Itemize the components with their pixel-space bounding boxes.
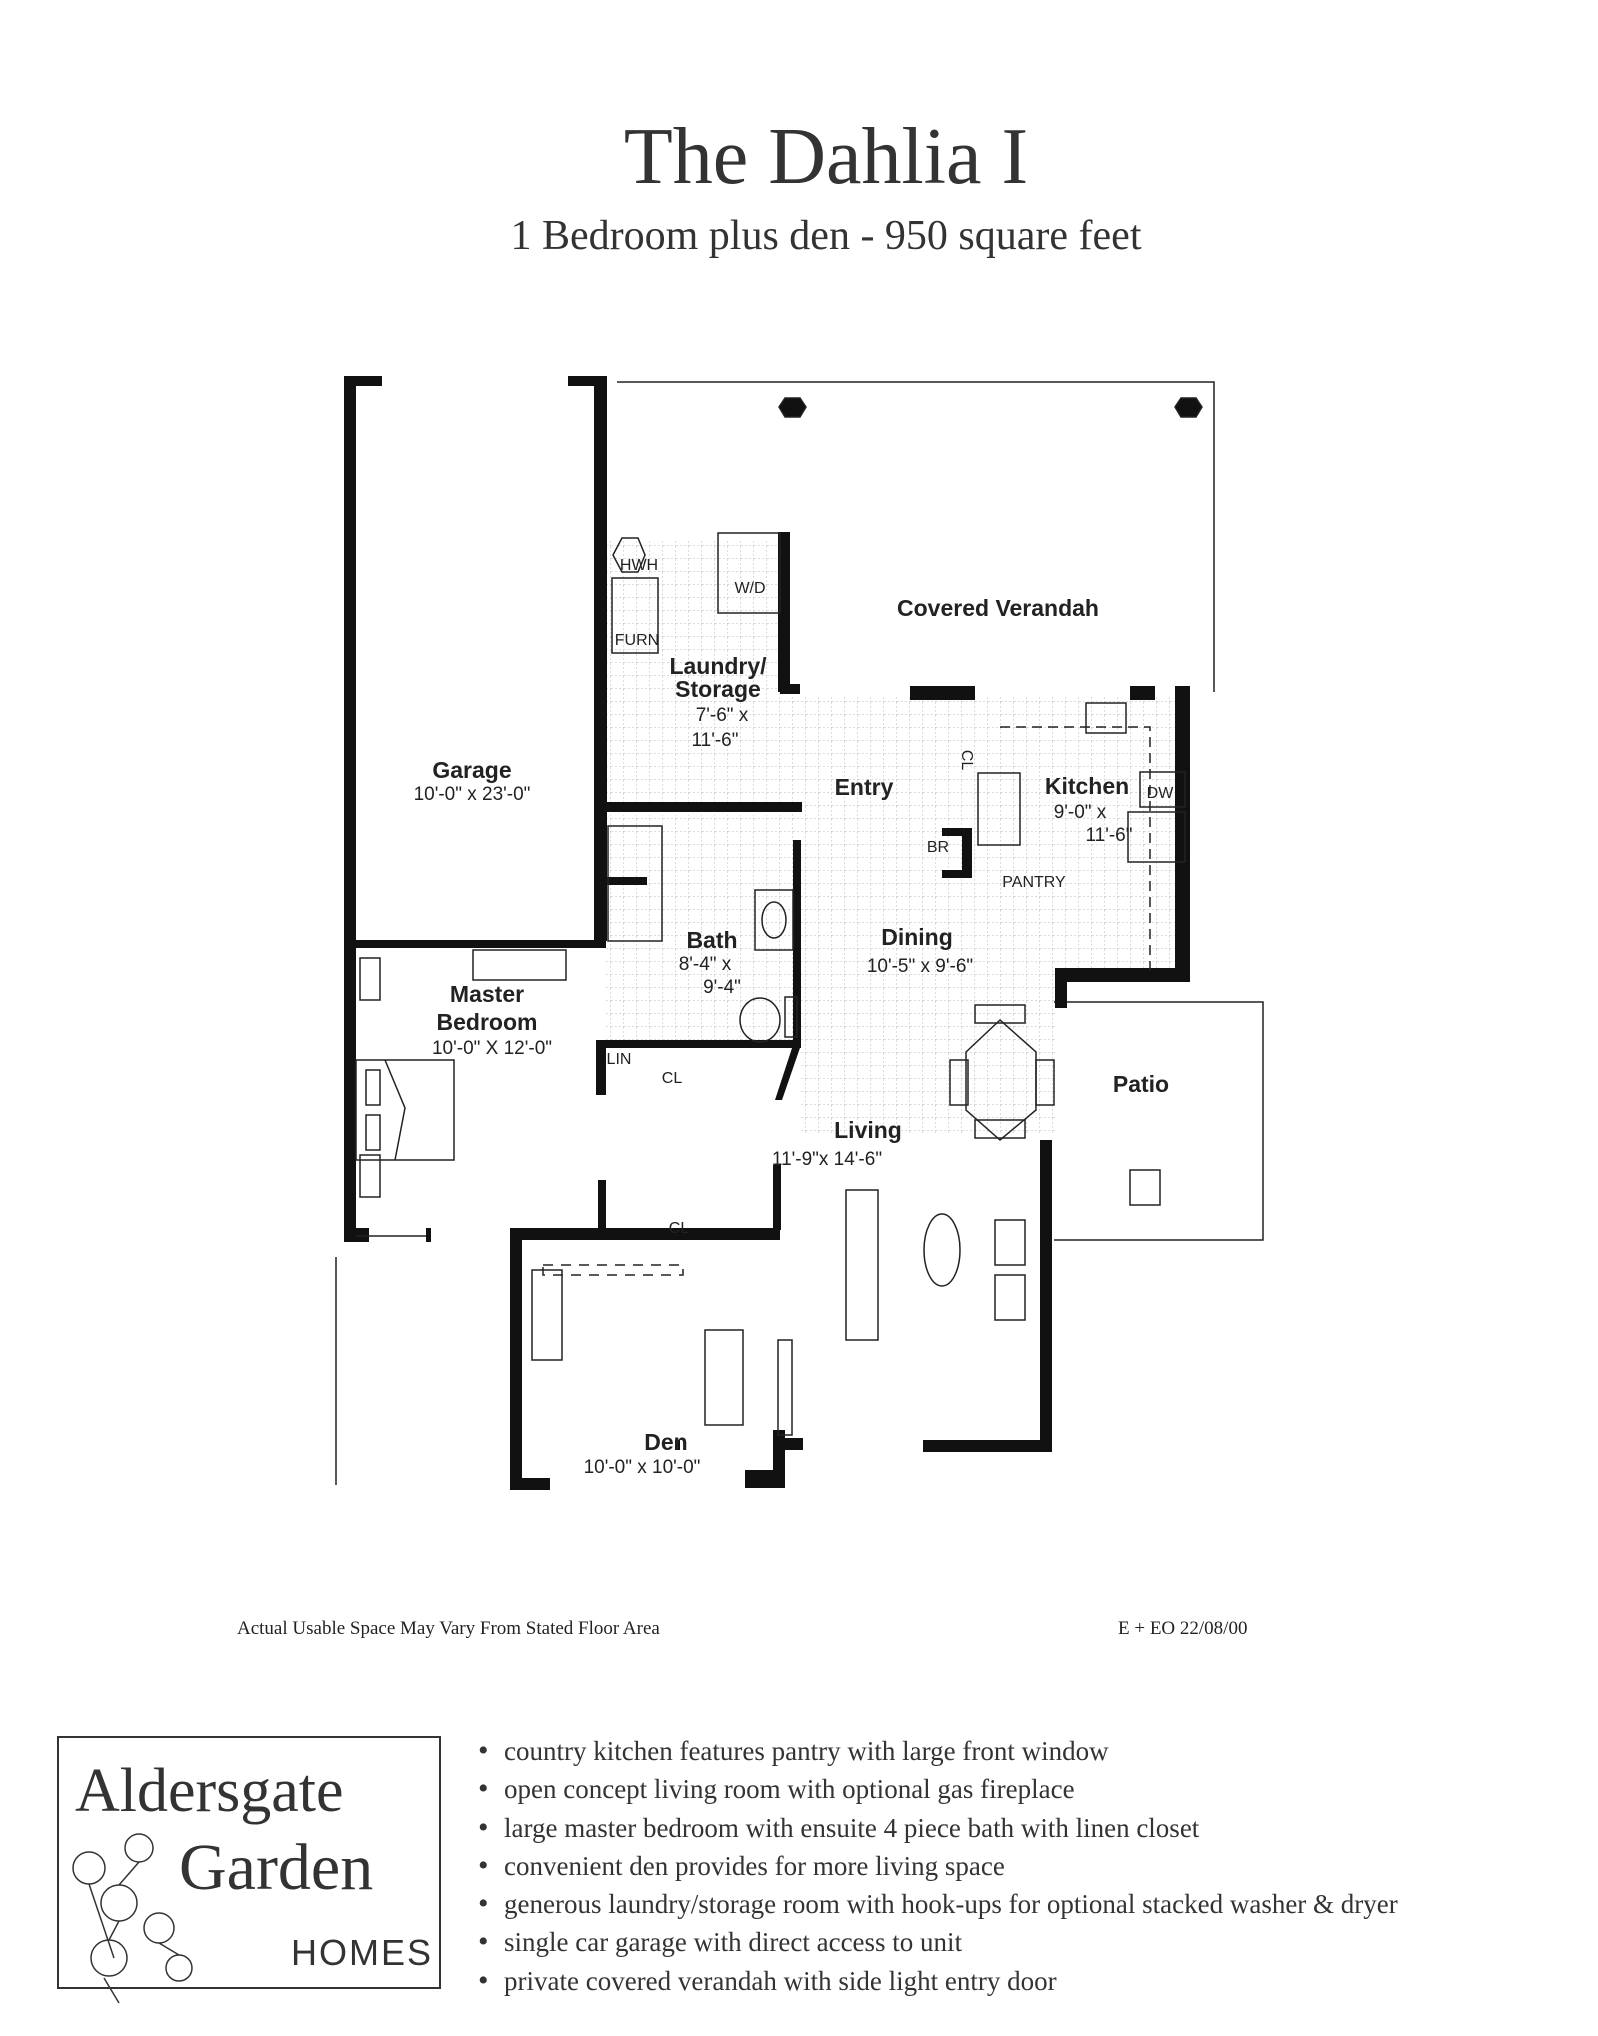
room-label-kitchen: Kitchen [1045, 773, 1129, 799]
fixture-furn: FURN [615, 632, 659, 649]
walls [344, 376, 1190, 1490]
feature-item: single car garage with direct access to … [478, 1923, 1398, 1961]
carnation-flower-icon [72, 1833, 193, 2004]
room-dim-dining: 10'-5" x 9'-6" [867, 956, 973, 977]
room-label-dining: Dining [881, 924, 953, 950]
feature-item: generous laundry/storage room with hook-… [478, 1885, 1398, 1923]
room-label-patio: Patio [1113, 1071, 1169, 1097]
page-subtitle: 1 Bedroom plus den - 950 square feet [510, 213, 1142, 259]
feature-item: private covered verandah with side light… [478, 1962, 1398, 2000]
feature-list: country kitchen features pantry with lar… [478, 1732, 1398, 2000]
room-dim-laundry-1: 7'-6" x [696, 705, 749, 726]
fixture-hwh: HWH [620, 557, 658, 574]
revision-code: E + EO 22/08/00 [1118, 1618, 1248, 1639]
room-label-master-1: Master [450, 981, 524, 1007]
room-dim-den: 10'-0" x 10'-0" [584, 1457, 701, 1478]
feature-item: country kitchen features pantry with lar… [478, 1732, 1398, 1770]
logo-line-3: HOMES [291, 1932, 434, 1973]
room-label-laundry-1: Laundry/ [669, 653, 767, 679]
fixtures-lines [335, 532, 1186, 1485]
fixture-pantry: PANTRY [1002, 874, 1066, 891]
column-icon [1174, 397, 1203, 418]
patio-outline [1054, 1001, 1264, 1241]
room-dim-kitchen-2: 11'-6" [1086, 825, 1133, 846]
fixture-cl-bedroom: CL [662, 1070, 683, 1087]
feature-item: convenient den provides for more living … [478, 1847, 1398, 1885]
fixture-cl-den: CL [669, 1220, 690, 1237]
room-label-verandah: Covered Verandah [897, 595, 1099, 621]
fixture-wd: W/D [734, 580, 765, 597]
fixture-cl-entry: CL [958, 750, 975, 771]
tiled-floor [605, 540, 1185, 1135]
room-label-laundry-2: Storage [675, 676, 761, 702]
fixture-dw: DW [1147, 785, 1175, 802]
floor-plan: Covered Verandah Laundry/ Storage 7'-6" … [335, 376, 1264, 1490]
logo-line-2: Garden [179, 1831, 374, 1904]
aldersgate-logo: Aldersgate Garden HOMES [57, 1736, 441, 2004]
room-label-master-2: Bedroom [437, 1009, 538, 1035]
feature-item: open concept living room with optional g… [478, 1770, 1398, 1808]
room-dim-bath-1: 8'-4" x [679, 954, 732, 975]
feature-item: large master bedroom with ensuite 4 piec… [478, 1809, 1398, 1847]
room-label-entry: Entry [835, 774, 894, 800]
column-icon [778, 397, 807, 418]
room-dim-bath-2: 9'-4" [703, 977, 741, 998]
fixture-br: BR [927, 839, 949, 856]
room-dim-kitchen-1: 9'-0" x [1054, 802, 1107, 823]
logo-line-1: Aldersgate [75, 1757, 344, 1825]
page-title: The Dahlia I [623, 113, 1029, 201]
room-label-bath: Bath [686, 927, 737, 953]
room-dim-living: 11'-9"x 14'-6" [772, 1149, 882, 1170]
verandah-outline [617, 381, 1215, 692]
disclaimer-note: Actual Usable Space May Vary From Stated… [237, 1618, 660, 1639]
room-dim-garage: 10'-0" x 23'-0" [414, 784, 531, 805]
room-label-den: Den [644, 1429, 687, 1455]
room-dim-master: 10'-0" X 12'-0" [432, 1038, 552, 1059]
room-label-garage: Garage [432, 757, 511, 783]
room-dim-laundry-2: 11'-6" [692, 730, 739, 751]
room-label-living: Living [834, 1117, 902, 1143]
fixture-lin: LIN [607, 1051, 632, 1068]
